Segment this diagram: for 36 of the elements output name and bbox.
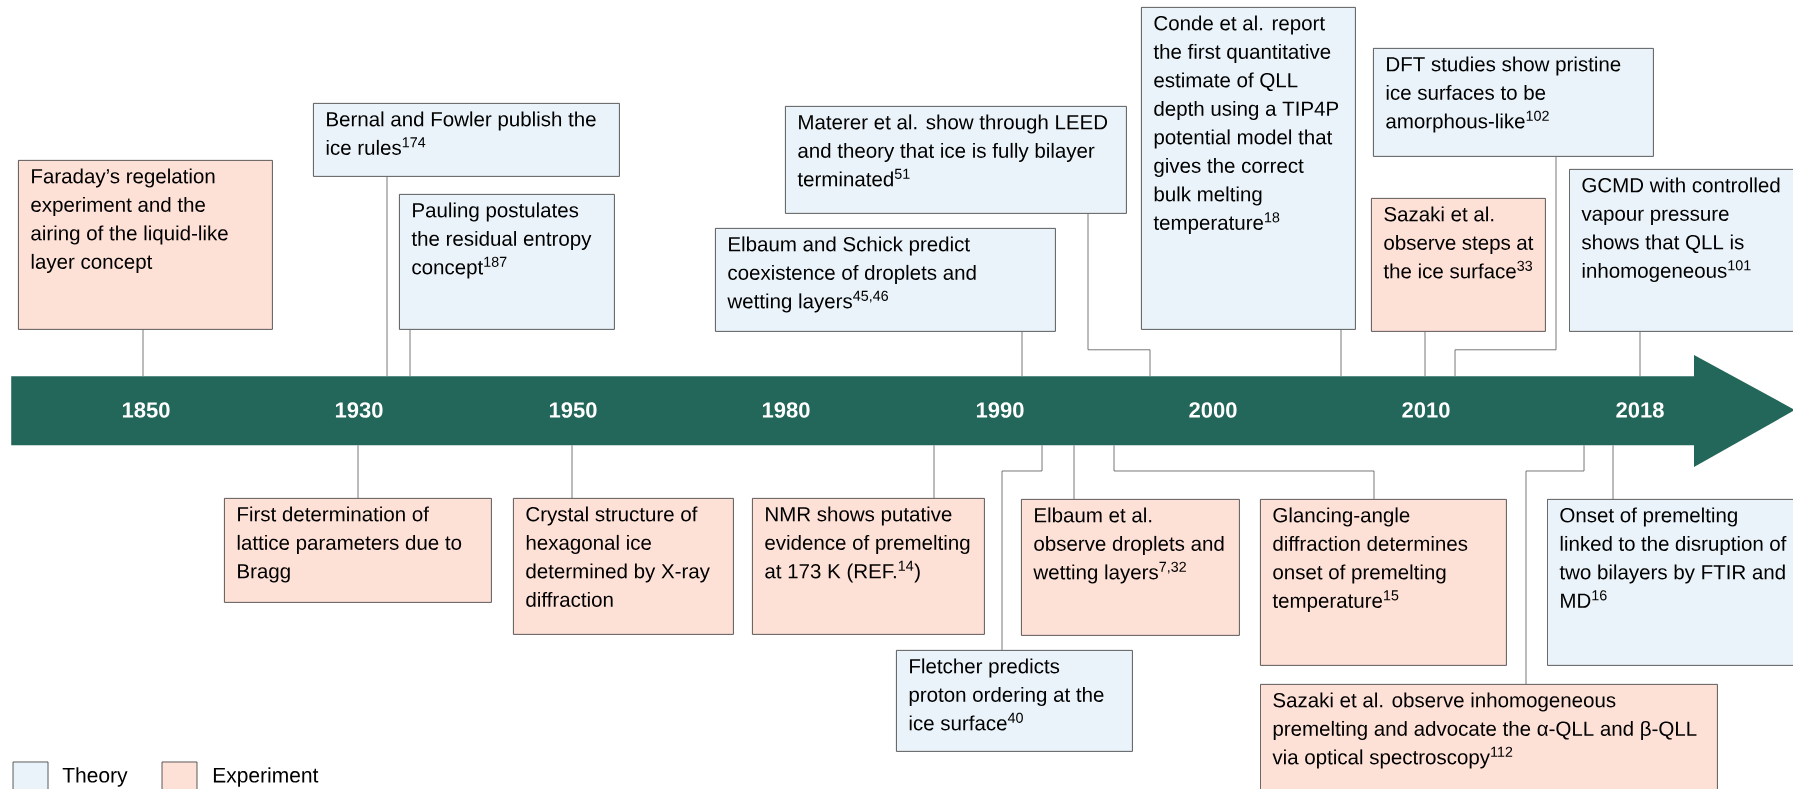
legend-label: Theory	[62, 767, 128, 787]
leader-line	[571, 445, 573, 499]
event-box: Onset of premelting linked to the disruption of two bilayers by FTIR and MD$^{16}$	[1547, 499, 1793, 666]
event-box: Elbaum and Schick predict coexistence of droplets and wetting layers$^{45,46}$	[715, 228, 1056, 332]
event-box: First determination of lattice parameters due to Bragg	[224, 498, 492, 603]
leader-line	[933, 445, 935, 499]
event-box: Materer et al. show through LEED and theory that ice is fully bilayer terminated$^{51}$	[785, 106, 1127, 214]
event-box: DFT studies show pristine ice surfaces to be amorphous-like$^{102}$	[1373, 48, 1654, 157]
leader-line	[1525, 445, 1585, 685]
leader-line	[142, 329, 144, 377]
leader-line	[1001, 445, 1043, 651]
leader-line	[409, 329, 411, 377]
event-box: Conde et al. report the first quantitative estimate of QLL depth using a TIP4P potential model that gives the correct bulk melting temperature$^{18}$	[1141, 7, 1356, 330]
leader-line	[357, 445, 359, 499]
leader-line	[1087, 213, 1151, 377]
event-box: NMR shows putative evidence of premelting at 173 K (REF.$^{14}$)	[752, 498, 985, 635]
event-box: Fletcher predicts proton ordering at the ice surface$^{40}$	[896, 650, 1133, 752]
leader-line	[1021, 331, 1023, 377]
event-box: Bernal and Fowler publish the ice rules$^{174}$	[313, 103, 620, 177]
leader-line	[1424, 331, 1426, 377]
event-box: Glancing-angle diffraction determines onset of premelting temperature$^{15}$	[1260, 499, 1507, 666]
leader-line	[386, 176, 388, 377]
leader-line	[1073, 445, 1075, 500]
leader-line	[1639, 331, 1641, 377]
leader-line	[1113, 445, 1375, 500]
leader-line	[1454, 156, 1557, 377]
event-box: Crystal structure of hexagonal ice determined by X-ray diffraction	[513, 498, 734, 635]
event-box: Sazaki et al. observe steps at the ice surface$^{33}$	[1371, 198, 1546, 332]
event-box: Faraday’s regelation experiment and the airing of the liquid-like layer concept	[18, 160, 273, 330]
event-box: GCMD with controlled vapour pressure shows that QLL is inhomogeneous$^{101}$	[1569, 169, 1793, 332]
event-box: Pauling postulates the residual entropy concept$^{187}$	[399, 194, 615, 330]
event-box: Elbaum et al. observe droplets and wetting layers$^{7,32}$	[1021, 499, 1240, 636]
event-box: Sazaki et al. observe inhomogeneous premelting and advocate the α-QLL and β-QLL via optical spectroscopy$^{112}$	[1260, 684, 1718, 789]
leader-line	[1340, 329, 1342, 377]
leader-line	[1612, 445, 1614, 500]
legend-label: Experiment	[213, 767, 319, 787]
